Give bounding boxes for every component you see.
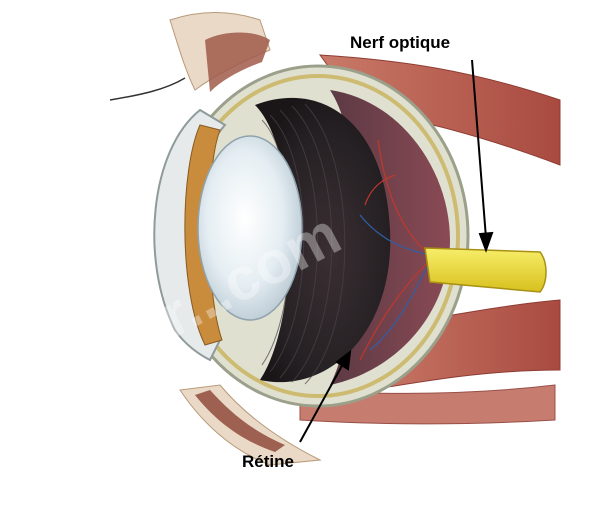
eyelash-upper: [109, 77, 186, 101]
lower-eyelid-inner: [195, 390, 285, 452]
label-optic-nerve: Nerf optique: [350, 33, 451, 52]
arrow-retina: [299, 349, 352, 443]
upper-eyelid-inner: [205, 32, 270, 92]
retinal-vessels: [359, 139, 431, 361]
optic-nerve: [424, 247, 547, 293]
lens: [197, 135, 303, 321]
label-retina: Rétine: [242, 452, 294, 471]
arrow-optic-nerve: [471, 59, 494, 253]
